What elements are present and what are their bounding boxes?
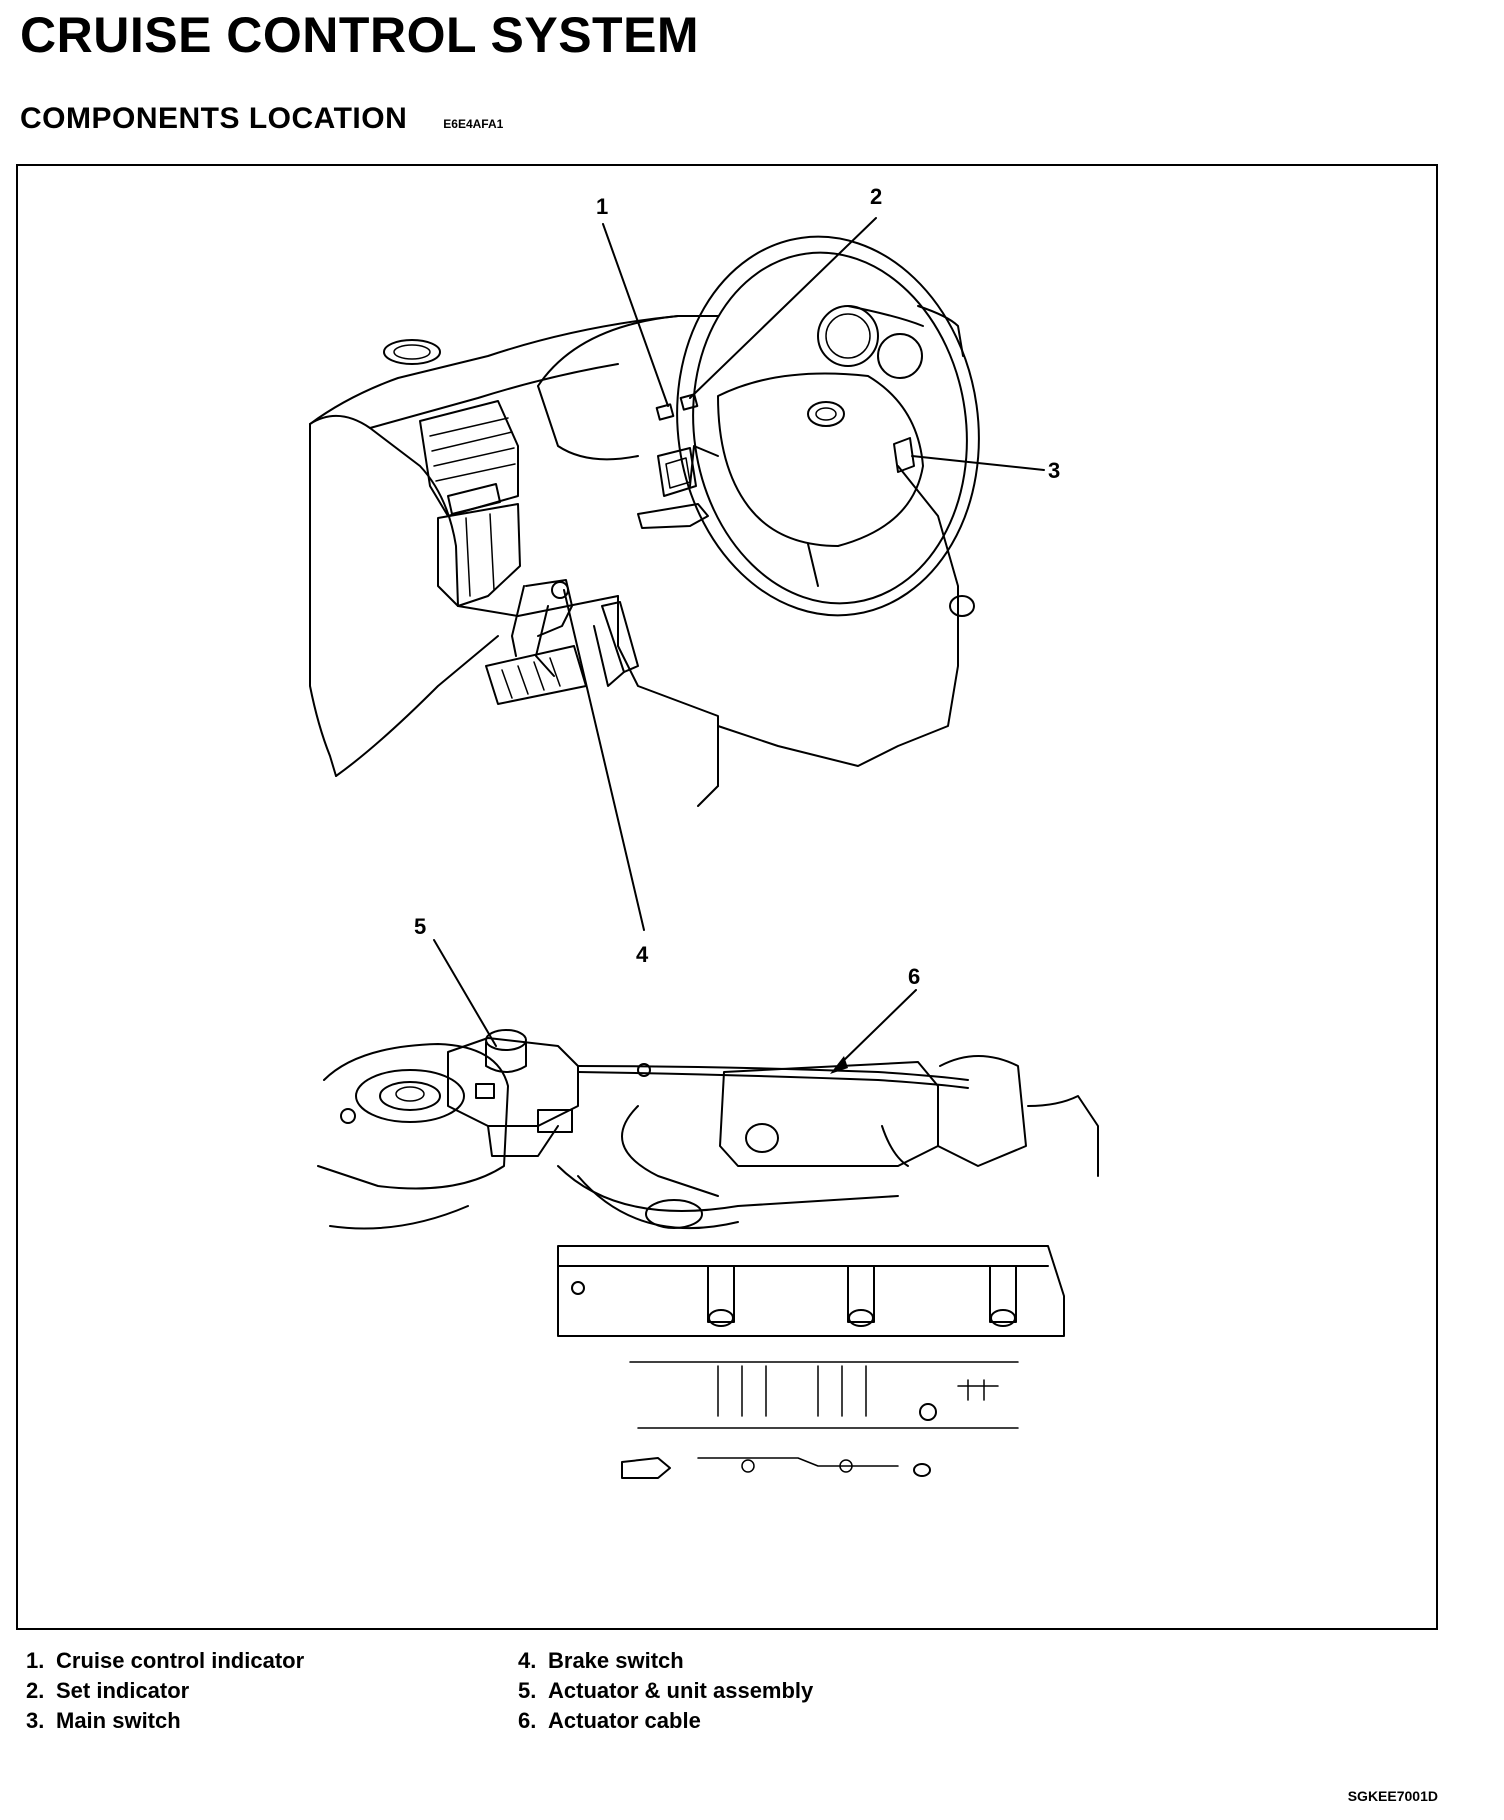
- legend-label: Actuator & unit assembly: [548, 1678, 814, 1703]
- legend-number: 3.: [26, 1708, 45, 1733]
- leader-line-6: [837, 989, 917, 1067]
- legend-label: Actuator cable: [548, 1708, 701, 1733]
- callout-numbers: 1 2 3 4 5 6: [414, 184, 1060, 989]
- legend-label: Brake switch: [548, 1648, 684, 1673]
- callout-6: 6: [908, 964, 920, 989]
- legend-item-main-switch: 3. Main switch: [26, 1706, 304, 1736]
- leader-line-5: [433, 939, 497, 1047]
- legend-label: Set indicator: [56, 1678, 190, 1703]
- section-code: E6E4AFA1: [443, 117, 504, 131]
- components-diagram: 1 2 3 4 5 6: [309, 184, 1099, 1479]
- legend-number: 6.: [518, 1708, 537, 1733]
- legend-number: 2.: [26, 1678, 45, 1703]
- arrowhead-6: [830, 1056, 848, 1074]
- callout-4: 4: [636, 942, 649, 967]
- leader-line-1: [602, 223, 669, 407]
- legend-number: 1.: [26, 1648, 45, 1673]
- legend-item-cruise-control-indicator: 1. Cruise control indicator: [26, 1646, 304, 1676]
- engine-bay-illustration: [317, 1029, 1099, 1479]
- callout-1: 1: [596, 194, 608, 219]
- figure-frame: 1 2 3 4 5 6: [16, 164, 1438, 1630]
- leader-line-2: [689, 217, 877, 399]
- legend-number: 4.: [518, 1648, 537, 1673]
- section-title: COMPONENTS LOCATION: [20, 102, 408, 135]
- legend-item-set-indicator: 2. Set indicator: [26, 1676, 304, 1706]
- legend-item-actuator-unit-assembly: 5. Actuator & unit assembly: [518, 1676, 813, 1706]
- legend-column-right: 4. Brake switch 5. Actuator & unit assembl…: [518, 1646, 813, 1736]
- legend-item-brake-switch: 4. Brake switch: [518, 1646, 813, 1676]
- leader-line-4: [563, 589, 645, 931]
- callout-5: 5: [414, 914, 426, 939]
- legend-column-left: 1. Cruise control indicator 2. Set indicat…: [26, 1646, 304, 1736]
- legend-number: 5.: [518, 1678, 537, 1703]
- figure-code: SGKEE7001D: [1347, 1788, 1438, 1804]
- legend-label: Cruise control indicator: [56, 1648, 305, 1673]
- dashboard-illustration: [309, 235, 980, 807]
- legend-label: Main switch: [56, 1708, 181, 1733]
- page-title: CRUISE CONTROL SYSTEM: [20, 7, 700, 63]
- leader-line-3: [911, 455, 1045, 471]
- callout-3: 3: [1048, 458, 1060, 483]
- leader-lines-lower: [433, 939, 917, 1074]
- leader-lines-upper: [563, 217, 1045, 931]
- legend-item-actuator-cable: 6. Actuator cable: [518, 1706, 813, 1736]
- section-header: COMPONENTS LOCATION E6E4AFA1: [20, 102, 503, 136]
- callout-2: 2: [870, 184, 882, 209]
